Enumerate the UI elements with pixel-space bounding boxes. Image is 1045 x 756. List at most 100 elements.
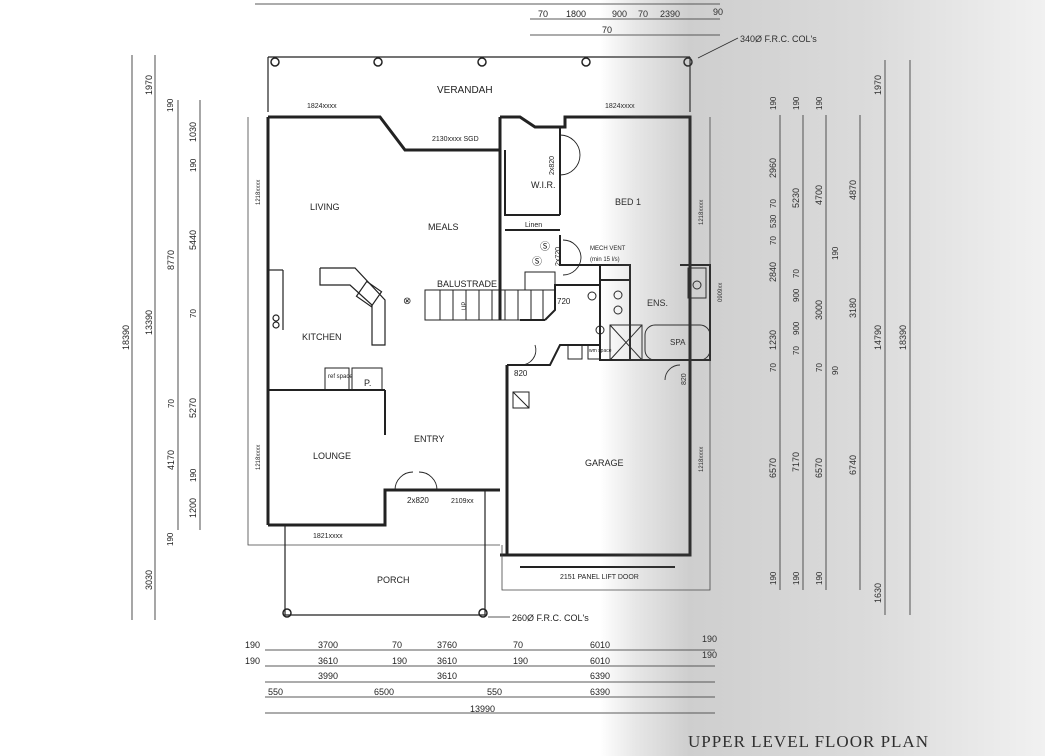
dim-bottom-r1-1: 3610: [318, 656, 338, 666]
porch-columns: [282, 608, 488, 618]
dim-bottom-r0-5: 6010: [590, 640, 610, 650]
right-dimension-lines: [779, 60, 911, 615]
dim-left-8: 18390: [121, 325, 131, 350]
dim-bottom-r0-0: 190: [245, 640, 260, 650]
dim-left-15: 3030: [144, 570, 154, 590]
dim-right-17: 14790: [873, 325, 883, 350]
door-820-garage: 820: [514, 369, 528, 378]
dim-top-2: 900: [612, 9, 627, 19]
label-pantry: P.: [364, 378, 371, 388]
window-2130: 2130xxxx SGD: [432, 136, 479, 143]
staircase: [424, 271, 556, 321]
dim-right-32: 1630: [873, 583, 883, 603]
verandah-columns: [270, 57, 693, 67]
dim-right-7: 4870: [848, 180, 858, 200]
ref-space-box: [324, 367, 350, 391]
dim-top-1: 1800: [566, 9, 586, 19]
label-living: LIVING: [310, 202, 340, 212]
dim-left-9: 70: [167, 399, 176, 408]
note-panel-door: 2151 PANEL LIFT DOOR: [560, 574, 639, 581]
dim-left-2: 1030: [188, 122, 198, 142]
dim-right-14: 900: [792, 288, 801, 302]
dim-bottom-r1-5: 6010: [590, 656, 610, 666]
label-garage: GARAGE: [585, 458, 624, 468]
dim-right-28: 6740: [848, 455, 858, 475]
window-1821: 1821xxxx: [313, 533, 343, 540]
dim-left-6: 70: [189, 309, 198, 318]
label-kitchen: KITCHEN: [302, 332, 342, 342]
dim-top-5: 90: [713, 7, 723, 17]
door-2x820-wir: 2x820: [549, 156, 556, 175]
dim-bottom-r3-1: 6500: [374, 687, 394, 697]
dim-bottom-r1-6: 190: [702, 650, 717, 660]
dim-top-4: 2390: [660, 9, 680, 19]
door-820-right: 820: [681, 373, 688, 385]
dim-bottom-r1-0: 190: [245, 656, 260, 666]
left-dimension-lines: [131, 55, 201, 620]
dim-bottom-r3-0: 550: [268, 687, 283, 697]
dim-bottom-r0-6: 190: [702, 634, 717, 644]
window-1218-lounge: 1218xxxx: [256, 445, 262, 470]
dim-bottom-r1-2: 190: [392, 656, 407, 666]
dim-right-1: 190: [792, 96, 801, 110]
note-mech-vent-rate: (min 15 l/s): [590, 257, 620, 263]
ensuite-fixtures: [512, 267, 711, 409]
leader-frc-top: [697, 37, 739, 59]
dim-right-24: 90: [831, 366, 840, 375]
dim-left-14: 190: [166, 532, 175, 546]
door-2x720: 2x720: [555, 247, 562, 266]
dim-right-5: 5230: [791, 188, 801, 208]
dim-right-6: 4700: [814, 185, 824, 205]
dim-right-3: 1970: [873, 75, 883, 95]
smoke-detector-wir: Ⓢ: [540, 241, 550, 253]
dim-right-10: 70: [769, 236, 778, 245]
dim-right-25: 6570: [768, 458, 778, 478]
dim-right-4: 2960: [768, 158, 778, 178]
dim-right-29: 190: [769, 571, 778, 585]
dim-right-13: 190: [831, 246, 840, 260]
top-dimension-lines: [255, 3, 720, 36]
dim-left-7: 13390: [144, 310, 154, 335]
dim-bottom-r0-1: 3700: [318, 640, 338, 650]
dim-right-8: 70: [769, 199, 778, 208]
window-2109: 2109xx: [451, 498, 474, 505]
door-swings: [394, 134, 681, 491]
dim-right-0: 190: [769, 96, 778, 110]
label-meals: MEALS: [428, 222, 459, 232]
window-1218-bed: 1218xxxx: [699, 200, 705, 225]
label-lounge: LOUNGE: [313, 451, 351, 461]
drawing-title: UPPER LEVEL FLOOR PLAN: [688, 732, 929, 751]
dim-bottom-r1-3: 3610: [437, 656, 457, 666]
window-1218-garage: 1218xxxx: [699, 447, 705, 472]
dim-right-12: 70: [792, 269, 801, 278]
dim-left-1: 190: [166, 98, 175, 112]
label-wm-space: wm space: [589, 348, 612, 354]
dim-right-18: 18390: [898, 325, 908, 350]
smoke-detector-kitchen: ⊗: [403, 296, 411, 307]
dim-right-19: 1230: [768, 330, 778, 350]
dim-right-21: 70: [792, 346, 801, 355]
label-verandah: VERANDAH: [437, 85, 493, 96]
dim-bottom-r3-3: 6390: [590, 687, 610, 697]
door-720: 720: [557, 297, 571, 306]
dim-bottom-r0-4: 70: [513, 640, 523, 650]
note-stair-up: UP: [462, 302, 468, 310]
pantry-box: [351, 367, 383, 391]
dim-right-2: 190: [815, 96, 824, 110]
dim-left-11: 4170: [166, 450, 176, 470]
smoke-detector-bed: Ⓢ: [532, 256, 542, 268]
dim-bottom-r2-1: 3610: [437, 671, 457, 681]
dim-bottom-r3-2: 550: [487, 687, 502, 697]
dim-right-9: 530: [769, 214, 778, 228]
dim-right-22: 70: [769, 363, 778, 372]
dim-right-16: 3180: [848, 298, 858, 318]
dim-right-11: 2840: [768, 262, 778, 282]
note-mech-vent: MECH VENT: [590, 246, 626, 252]
note-balustrade: BALUSTRADE: [437, 279, 497, 289]
porch-outline: [284, 490, 486, 616]
bottom-dimension-lines: [265, 649, 715, 714]
slab-outline: [247, 117, 711, 591]
dim-bottom-r0-3: 3760: [437, 640, 457, 650]
dim-left-10: 5270: [188, 398, 198, 418]
dim-top-3: 70: [638, 9, 648, 19]
